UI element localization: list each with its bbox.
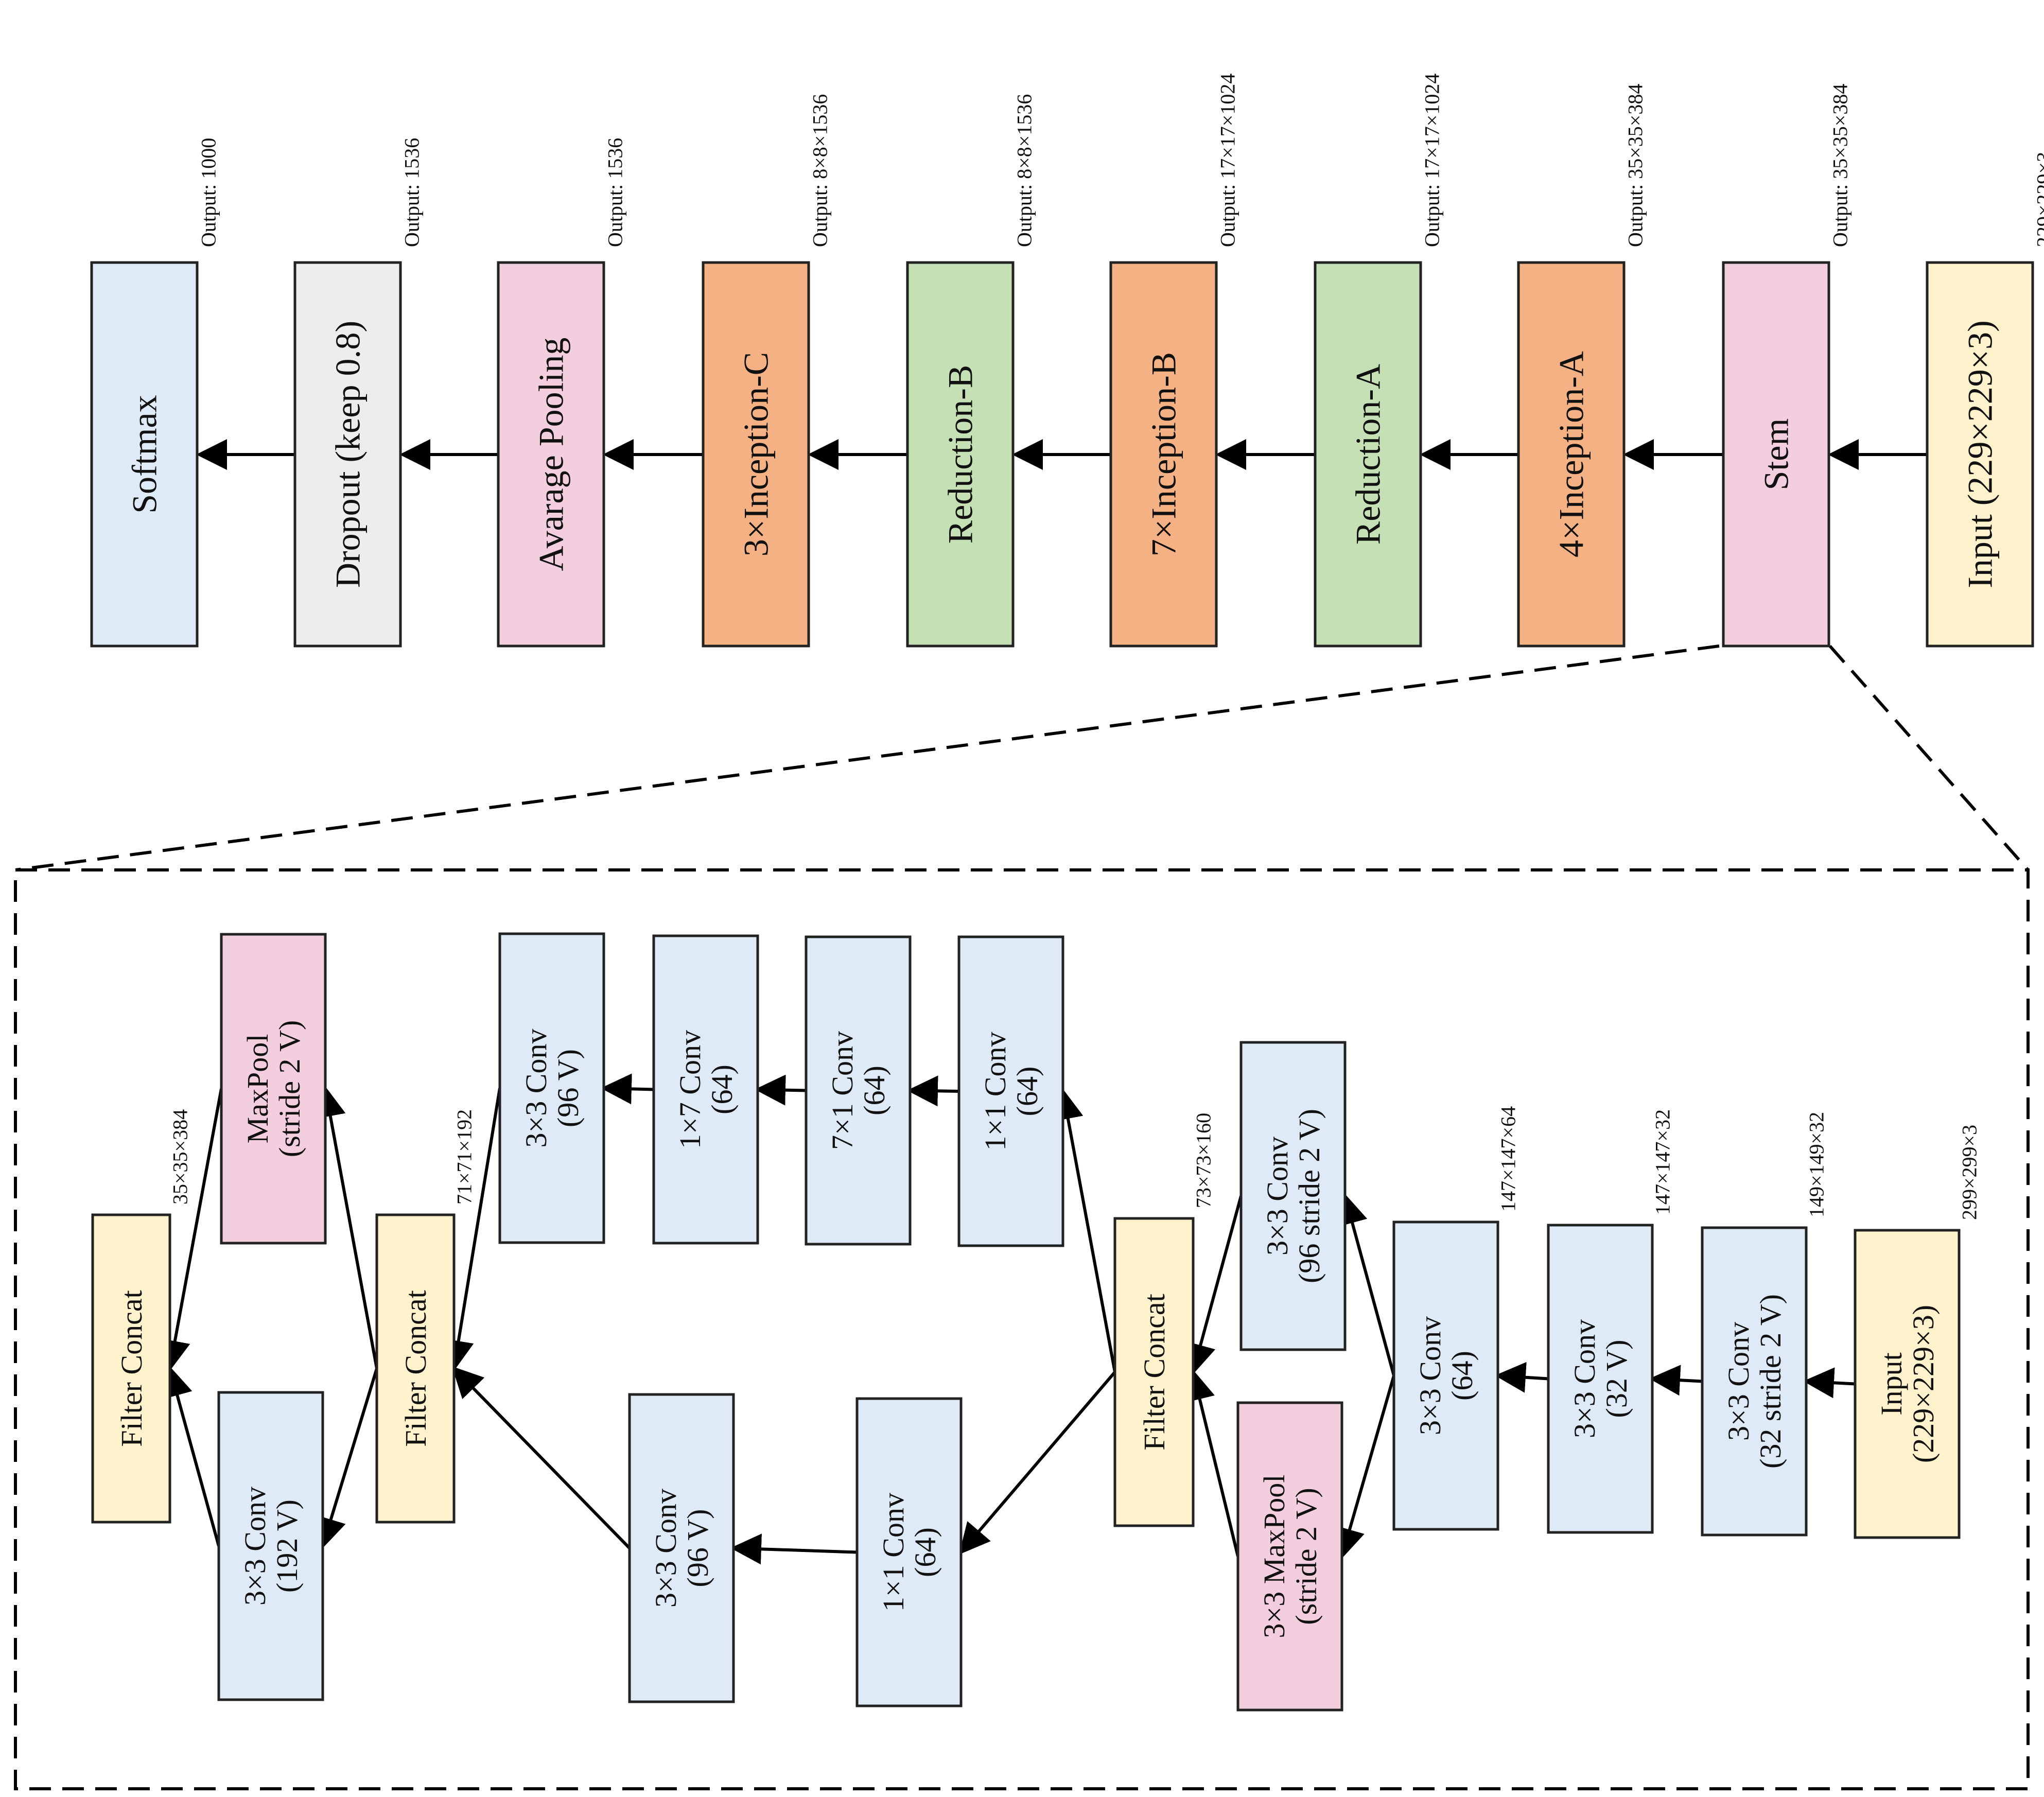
main-block-label-stem: Stem [1757, 418, 1796, 491]
stem-block-conv2 [1547, 1224, 1654, 1534]
stem-block-concat1 [1113, 1217, 1195, 1527]
stem-block-label-b1-1x1: 1×1 Conv(64) [979, 1032, 1044, 1151]
stem-arrow [1184, 1369, 1239, 1557]
stem-arrow [601, 1073, 654, 1105]
stem-block-label-conv4: 3×3 Conv(96 stride 2 V) [1261, 1109, 1326, 1283]
stem-arrow [451, 1366, 631, 1549]
stem-block-conv3 [1392, 1220, 1499, 1531]
main-block-dim-red-a: Output: 17×17×1024 [1421, 74, 1444, 247]
main-block-label-inc-a: 4×Inception-A [1552, 351, 1591, 557]
main-block-dim-stem: Output: 35×35×384 [1829, 84, 1852, 247]
stem-arrow [443, 1088, 501, 1372]
stem-block-label-b1-3x3: 3×3 Conv(96 V) [519, 1029, 585, 1148]
stem-block-conv1 [1701, 1226, 1808, 1537]
stem-block-b2-1x1 [855, 1397, 963, 1707]
stem-arrow [1337, 1193, 1395, 1376]
stem-block-conv5 [217, 1391, 324, 1701]
stem-block-label-maxpool1: 3×3 MaxPool(stride 2 V) [1257, 1475, 1323, 1638]
stem-block-conv4 [1239, 1041, 1347, 1351]
stem-arrow [959, 1371, 1116, 1555]
main-block-label-red-b: Reduction-B [941, 365, 980, 544]
main-block-inc-c [702, 261, 810, 648]
stem-block-b1-1x7 [652, 934, 759, 1245]
main-block-red-a [1314, 261, 1422, 648]
stem-block-dim-concat3: 35×35×384 [169, 1109, 192, 1205]
stem-block-label-input: Input(229×229×3) [1875, 1305, 1940, 1463]
main-block-label-red-a: Reduction-A [1349, 364, 1388, 545]
stem-block-label-conv2: 3×3 Conv(32 V) [1568, 1319, 1633, 1438]
main-block-dim-avgpool: Output: 1536 [604, 138, 627, 247]
main-block-input [1926, 261, 2034, 648]
stem-block-label-conv3: 3×3 Conv(64) [1413, 1316, 1479, 1435]
main-block-dim-inc-c: Output: 8×8×1536 [809, 94, 832, 247]
stem-block-dim-concat2: 71×71×192 [453, 1109, 476, 1205]
stem-arrow [160, 1088, 223, 1372]
stem-block-dim-conv1: 149×149×32 [1805, 1112, 1828, 1217]
stem-arrow [1335, 1375, 1395, 1560]
stem-detail-frame [14, 868, 2030, 1790]
main-block-inc-b [1109, 261, 1218, 648]
stem-block-label-concat2: Filter Concat [399, 1290, 432, 1446]
stem-block-concat3 [91, 1213, 171, 1524]
stem-block-concat2 [375, 1213, 456, 1524]
stem-block-label-b1-7x1: 7×1 Conv(64) [826, 1031, 891, 1150]
stem-arrow [730, 1533, 858, 1565]
main-block-label-input: Input (229×229×3) [1961, 320, 2000, 588]
main-block-dim-inc-b: Output: 17×17×1024 [1216, 74, 1239, 247]
stem-block-label-b2-3x3: 3×3 Conv(96 V) [649, 1489, 714, 1608]
main-block-label-inc-b: 7×Inception-B [1144, 352, 1183, 556]
main-block-label-dropout: Dropout (keep 0.8) [328, 321, 368, 588]
stem-block-label-conv1: 3×3 Conv(32 stride 2 V) [1722, 1294, 1787, 1469]
stem-arrow [162, 1365, 220, 1547]
stem-block-b1-7x1 [805, 935, 912, 1246]
main-block-label-inc-c: 3×Inception-C [737, 352, 776, 556]
main-block-label-softmax: Softmax [125, 395, 164, 513]
main-block-red-b [906, 261, 1015, 648]
stem-block-label-concat1: Filter Concat [1138, 1294, 1171, 1450]
stem-arrow [907, 1075, 959, 1107]
stem-arrow [1185, 1195, 1243, 1375]
stem-arrow [1495, 1362, 1549, 1393]
stem-block-label-maxpool2: MaxPool(stride 2 V) [241, 1020, 306, 1157]
main-block-stem [1722, 261, 1830, 648]
main-block-dim-dropout: Output: 1536 [400, 138, 424, 247]
main-block-dropout [293, 261, 402, 648]
stem-block-label-conv5: 3×3 Conv(192 V) [238, 1487, 304, 1606]
stem-arrow [316, 1368, 378, 1549]
main-block-dim-softmax: Output: 1000 [197, 138, 220, 247]
stem-arrow [315, 1086, 378, 1369]
stem-block-maxpool2 [220, 933, 327, 1245]
stem-block-label-b2-1x1: 1×1 Conv(64) [877, 1493, 942, 1612]
stem-block-dim-conv3: 147×147×64 [1497, 1106, 1520, 1212]
main-block-inc-a [1517, 261, 1626, 648]
stem-block-b2-3x3 [628, 1393, 735, 1703]
stem-block-b1-3x3 [498, 932, 605, 1244]
stem-block-b1-1x1 [957, 935, 1064, 1247]
stem-block-dim-input: 299×299×3 [1958, 1125, 1981, 1220]
stem-arrow [1649, 1365, 1703, 1396]
main-block-dim-input: 229×229×3 [2033, 152, 2044, 247]
main-block-dim-inc-a: Output: 35×35×384 [1624, 84, 1647, 247]
main-block-softmax [90, 261, 199, 648]
zoom-line-right [1828, 645, 2030, 871]
main-block-dim-red-b: Output: 8×8×1536 [1013, 94, 1036, 247]
main-block-label-avgpool: Avarage Pooling [532, 338, 571, 571]
stem-block-maxpool1 [1236, 1401, 1343, 1712]
stem-arrow [1053, 1088, 1116, 1373]
stem-block-dim-conv2: 147×147×32 [1651, 1109, 1674, 1215]
stem-block-label-b1-1x7: 1×7 Conv(64) [673, 1030, 739, 1149]
stem-block-label-concat3: Filter Concat [115, 1290, 148, 1446]
zoom-line-left [15, 644, 1720, 871]
stem-block-input [1854, 1229, 1961, 1539]
stem-arrow [1803, 1367, 1856, 1399]
stem-arrow [755, 1074, 807, 1106]
stem-block-dim-concat1: 73×73×160 [1192, 1113, 1215, 1208]
main-block-avgpool [497, 261, 605, 648]
